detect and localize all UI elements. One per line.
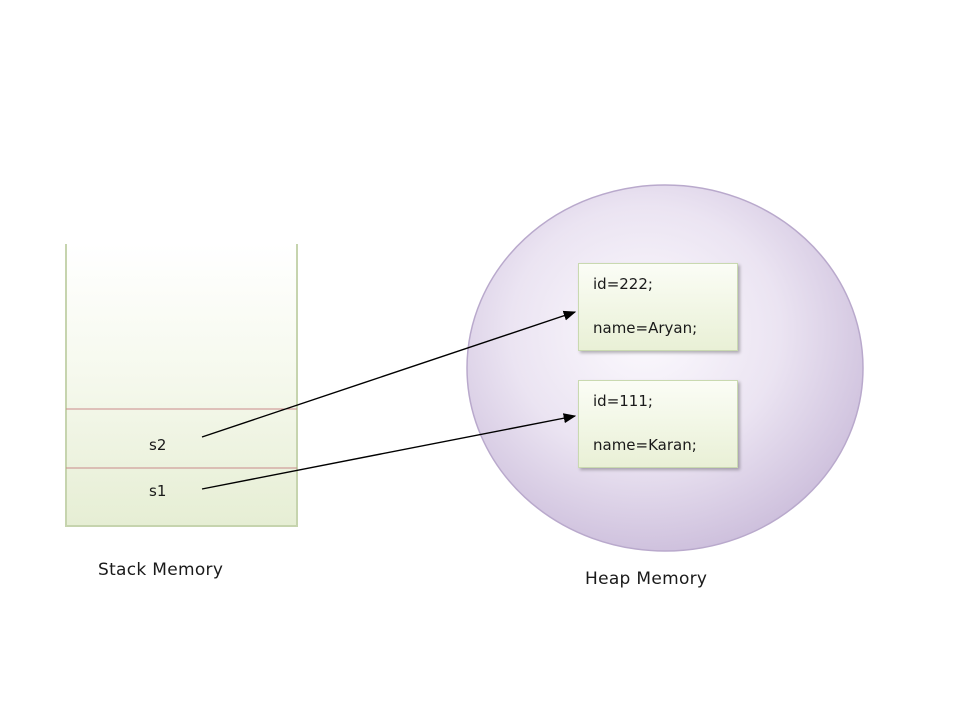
heap-memory-caption: Heap Memory	[585, 569, 708, 589]
heap-object-karan: id=111; name=Karan;	[578, 380, 738, 468]
stack-slot-s1-label: s1	[149, 482, 167, 500]
stack-container	[66, 244, 297, 526]
object-name-field: name=Karan;	[593, 436, 697, 454]
stack-slot-s2-label: s2	[149, 436, 167, 454]
stack-memory-caption: Stack Memory	[98, 560, 224, 580]
object-id-field: id=222;	[593, 275, 653, 293]
heap-circle	[466, 184, 864, 552]
object-id-field: id=111;	[593, 392, 653, 410]
reference-arrow-s1	[201, 413, 577, 490]
object-name-field: name=Aryan;	[593, 319, 698, 337]
reference-arrow-s2	[201, 310, 577, 438]
heap-object-aryan: id=222; name=Aryan;	[578, 263, 738, 351]
